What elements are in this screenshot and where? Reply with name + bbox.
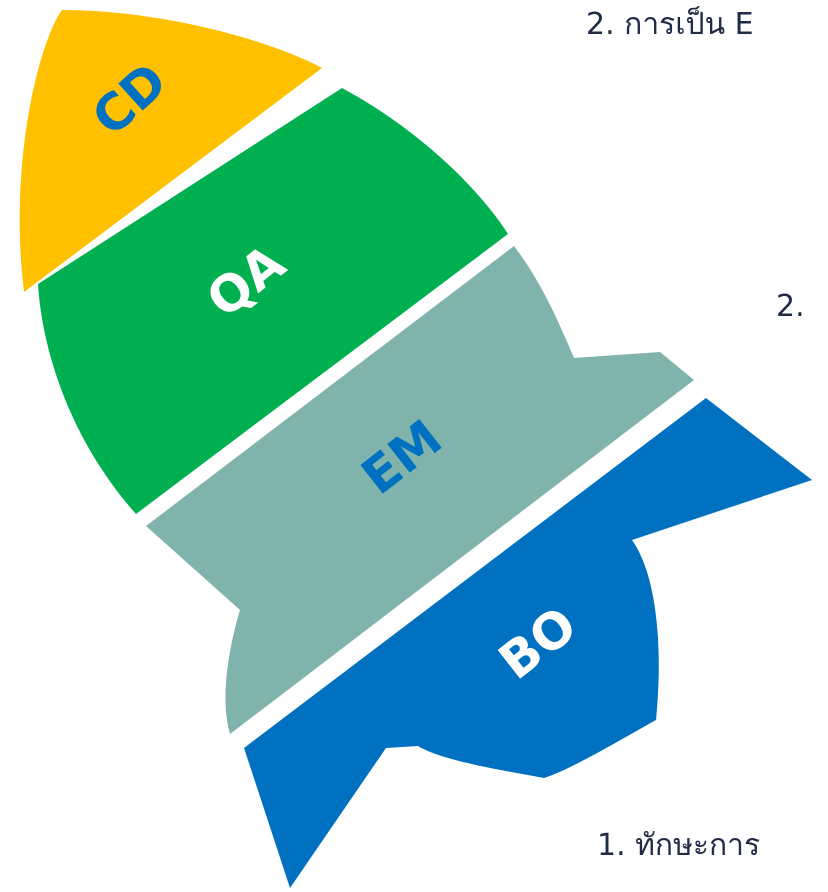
note-middle: 2. — [776, 289, 805, 324]
note-top: 2. การเป็น E — [586, 7, 754, 42]
segment-cd — [19, 10, 322, 292]
segment-bo — [244, 398, 812, 888]
segment-qa — [38, 88, 508, 514]
note-bottom: 1. ทักษะการ — [597, 828, 761, 863]
segment-em — [146, 246, 694, 734]
